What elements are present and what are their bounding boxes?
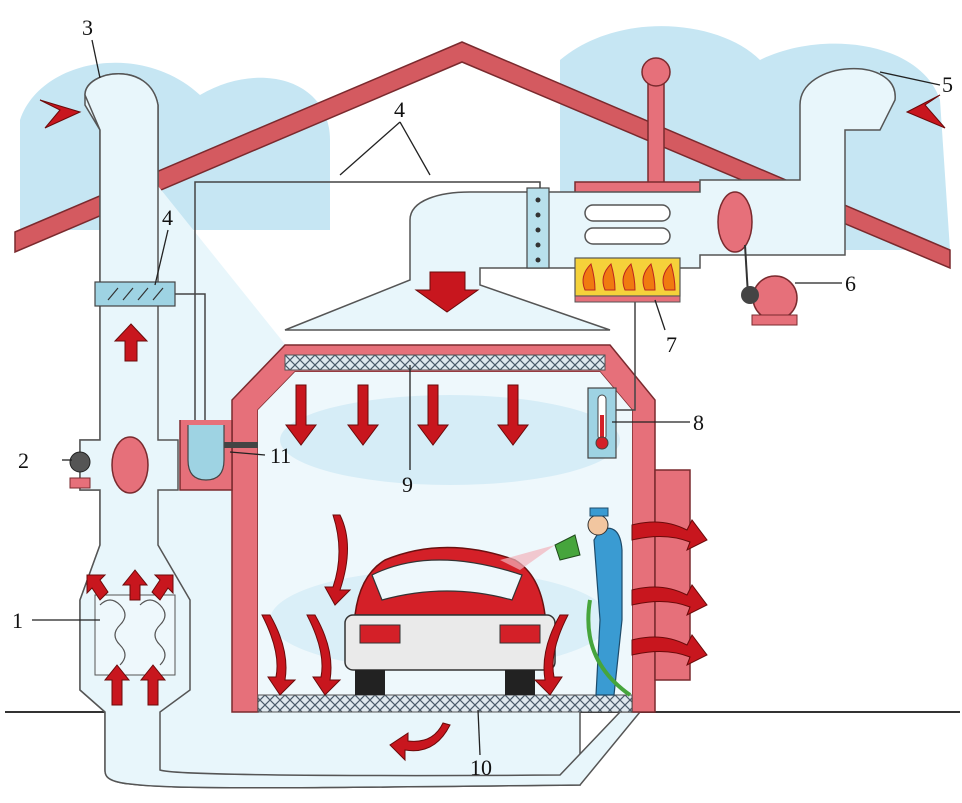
painter <box>500 507 632 697</box>
label-11: 11 <box>270 443 291 468</box>
callout-labels: 1 2 3 4 4 5 6 7 8 9 10 11 <box>12 15 953 780</box>
label-5: 5 <box>942 72 953 97</box>
car <box>344 546 556 695</box>
label-10: 10 <box>470 755 492 780</box>
airflow-arrows <box>39 94 946 762</box>
label-3: 3 <box>82 15 93 40</box>
heater-coils <box>94 594 176 676</box>
label-2: 2 <box>18 448 29 473</box>
exhaust-fan <box>69 436 149 494</box>
supply-fan <box>717 191 798 326</box>
control-wires <box>175 181 636 440</box>
exhaust-filter <box>94 281 176 307</box>
label-7: 7 <box>666 332 677 357</box>
thermometer <box>587 387 617 459</box>
label-6: 6 <box>845 271 856 296</box>
label-4-left: 4 <box>162 205 173 230</box>
leader-lines <box>32 39 941 756</box>
label-4-top: 4 <box>394 97 405 122</box>
roof <box>14 41 951 270</box>
label-8: 8 <box>693 410 704 435</box>
burner <box>574 257 681 303</box>
label-1: 1 <box>12 608 23 633</box>
drain-trap <box>179 420 258 491</box>
label-9: 9 <box>402 472 413 497</box>
